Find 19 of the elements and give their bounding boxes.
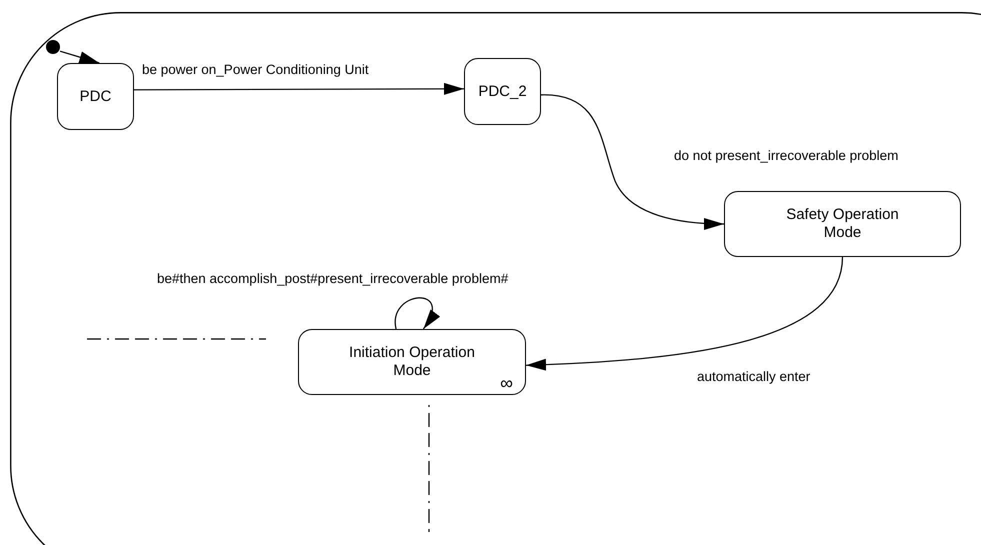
edge-label: be#then accomplish_post#present_irrecoverable problem# (155, 271, 510, 286)
state-name: PDC (80, 88, 112, 106)
state-mark: ∞ (500, 374, 513, 392)
edge-label: automatically enter (695, 369, 812, 384)
state-box (298, 329, 526, 395)
state-box (724, 191, 961, 257)
state-name: Initiation Operation Mode (348, 344, 476, 380)
transition-arrow (526, 256, 844, 371)
transition-arrow (394, 297, 440, 330)
state-box (464, 58, 541, 125)
transition-arrow (60, 50, 100, 64)
initial-state-dot (46, 40, 60, 54)
edge-label: do not present_irrecoverable problem (672, 148, 900, 163)
state-name: Safety Operation Mode (785, 206, 900, 242)
edge-label: be power on_Power Conditioning Unit (140, 62, 371, 77)
transition-arrow (540, 94, 724, 230)
state-name: PDC_2 (478, 82, 527, 100)
state-box (57, 63, 134, 130)
transition-arrow (134, 82, 464, 95)
